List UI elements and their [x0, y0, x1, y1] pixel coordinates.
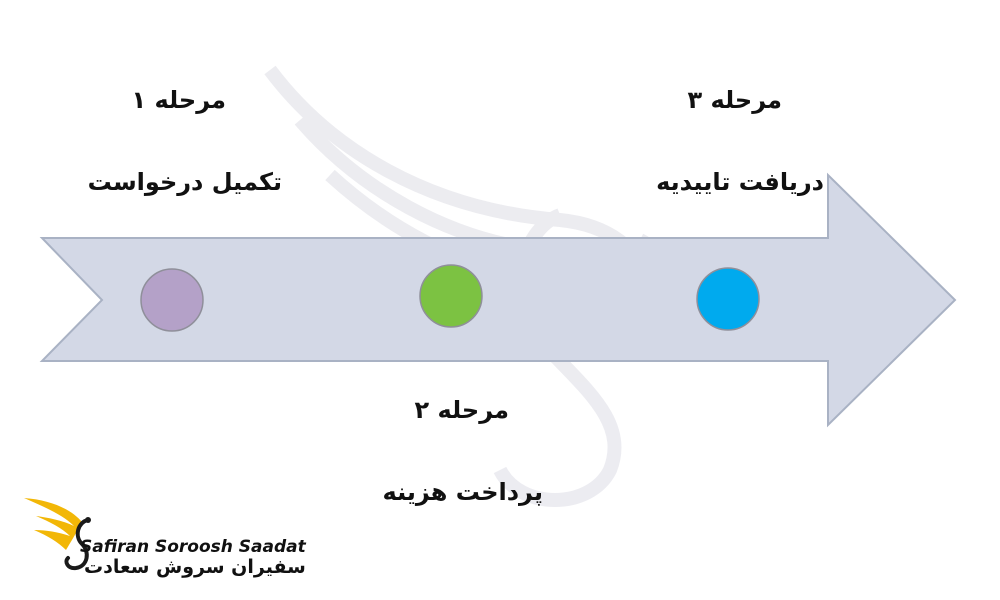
brand-name-english: Safiran Soroosh Saadat: [80, 537, 306, 557]
step-1-title: مرحله ۱: [131, 86, 226, 114]
step-3-title: مرحله ۳: [687, 86, 782, 114]
step-1-marker: [140, 268, 204, 332]
step-3-description: دریافت تاییدیه: [656, 168, 824, 196]
swan-head-icon: [85, 517, 91, 523]
swan-s-icon: [64, 518, 90, 571]
brand-logo: [24, 498, 91, 571]
step-2-description: پرداخت هزینه: [382, 478, 543, 506]
brand-name-persian: سفیران سروش سعادت: [84, 556, 306, 578]
step-2-title: مرحله ۲: [414, 396, 509, 424]
step-2-marker: [419, 264, 483, 328]
wing-logo-icon: [24, 498, 82, 550]
timeline-arrow: [39, 172, 957, 428]
step-3-marker: [696, 267, 760, 331]
step-1-description: تکمیل درخواست: [87, 168, 282, 196]
